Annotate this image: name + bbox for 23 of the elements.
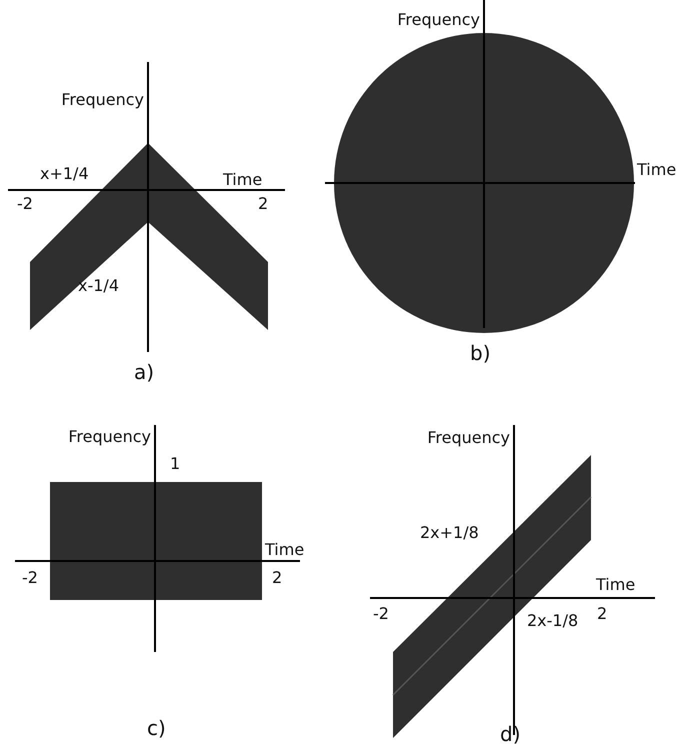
curve-label: 2x-1/8 bbox=[527, 613, 578, 629]
curve-label: x-1/4 bbox=[78, 278, 119, 294]
tick-label: -2 bbox=[373, 606, 389, 622]
axis-label: Frequency bbox=[68, 429, 151, 445]
tick-label: 2 bbox=[597, 606, 608, 622]
axis-label: Time bbox=[596, 577, 636, 593]
tick-label: -2 bbox=[17, 196, 33, 212]
tick-label: 2 bbox=[272, 570, 282, 586]
axis-label: Frequency bbox=[61, 92, 144, 108]
axis-label: Frequency bbox=[397, 12, 480, 28]
axis-label: Time bbox=[637, 162, 676, 178]
tick-label: 1 bbox=[170, 456, 180, 472]
curve-label: x+1/4 bbox=[40, 166, 89, 182]
axis-label: Frequency bbox=[427, 430, 510, 446]
curve-label: 2x+1/8 bbox=[420, 525, 479, 541]
axis-label: Time bbox=[265, 542, 304, 558]
panel-label: c) bbox=[147, 718, 166, 738]
axis-label: Time bbox=[223, 172, 262, 188]
tick-label: -2 bbox=[22, 570, 38, 586]
panel-label: d) bbox=[500, 724, 520, 744]
panel-label: a) bbox=[134, 362, 154, 382]
panel-label: b) bbox=[470, 343, 490, 363]
tick-label: 2 bbox=[258, 196, 268, 212]
